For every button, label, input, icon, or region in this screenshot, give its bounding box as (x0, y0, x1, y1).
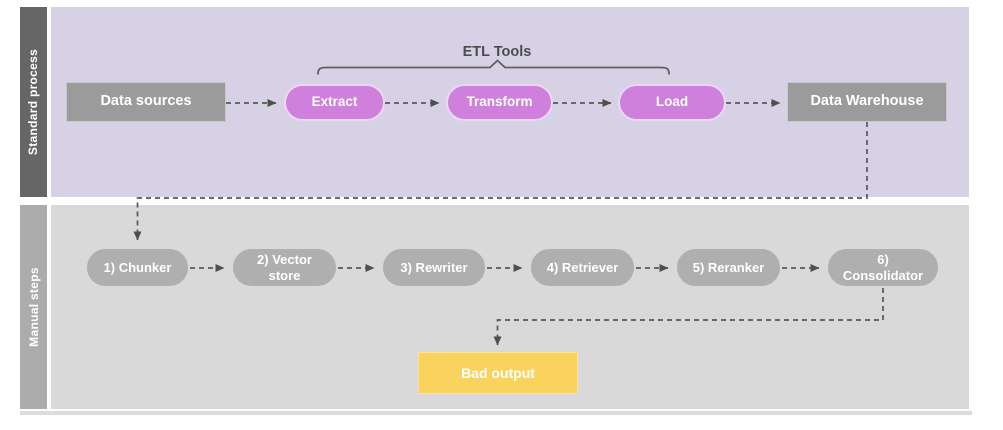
node-reranker: 5) Reranker (675, 247, 782, 288)
node-data-warehouse: Data Warehouse (787, 82, 947, 122)
etl-tools-group-label: ETL Tools (462, 44, 532, 60)
lane-label-standard-process: Standard process (20, 7, 47, 197)
node-retriever: 4) Retriever (529, 247, 636, 288)
node-load: Load (618, 84, 726, 121)
diagram-bottom-border (20, 411, 972, 415)
node-chunker: 1) Chunker (85, 247, 190, 288)
lane-label-manual-steps: Manual steps (20, 205, 47, 409)
node-consolidator: 6) Consolidator (826, 247, 940, 288)
lane-label-text: Manual steps (26, 267, 41, 347)
node-vector-store: 2) Vector store (231, 247, 338, 288)
node-data-sources: Data sources (66, 82, 226, 122)
lane-label-text: Standard process (26, 48, 41, 156)
node-rewriter: 3) Rewriter (381, 247, 487, 288)
node-bad-output: Bad output (418, 352, 578, 394)
node-extract: Extract (284, 84, 385, 121)
node-transform: Transform (446, 84, 553, 121)
